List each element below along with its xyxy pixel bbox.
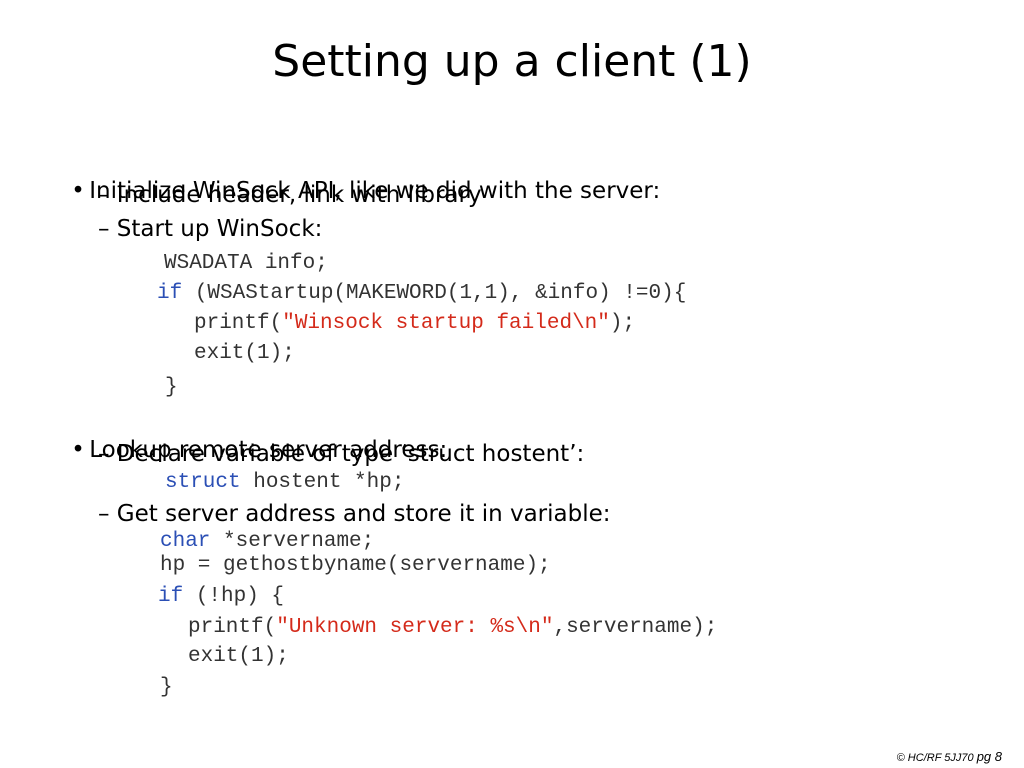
code-line-exit-2: exit(1); <box>188 645 289 668</box>
bullet-lookup: •Lookup remote server address: <box>42 405 447 495</box>
code-line-printf-startup: printf("Winsock startup failed\n"); <box>194 310 635 338</box>
code-line-if-hp: if (!hp) { <box>158 583 284 611</box>
sub-bullet-include-header: – Include header, link with library <box>98 182 482 208</box>
bullet-text: Lookup remote server address: <box>89 437 448 463</box>
code-line-wsadata: WSADATA info; <box>164 252 328 275</box>
footer-copyright: © HC/RF 5JJ70 <box>896 752 977 764</box>
code-keyword: if <box>158 585 184 608</box>
code-line-close-brace: } <box>165 376 178 399</box>
sub-bullet-declare-hostent: – Declare variable of type ‘struct hoste… <box>98 441 585 467</box>
code-line-printf-unknown: printf("Unknown server: %s\n",servername… <box>188 614 717 642</box>
code-line-close-brace-2: } <box>160 676 173 699</box>
code-text: ,servername); <box>553 616 718 639</box>
sub-bullet-start-winsock: – Start up WinSock: <box>98 216 323 242</box>
page-number: pg 8 <box>976 749 1002 764</box>
code-text: printf( <box>194 312 283 335</box>
code-line-exit: exit(1); <box>194 342 295 365</box>
code-keyword: struct <box>165 471 241 494</box>
code-string: "Winsock startup failed\n" <box>282 312 610 335</box>
code-keyword: char <box>160 530 211 553</box>
code-line-struct-hostent: struct hostent *hp; <box>165 469 404 497</box>
code-line-if-wsastartup: if (WSAStartup(MAKEWORD(1,1), &info) !=0… <box>157 280 686 308</box>
code-line-char-servername: char *servername; <box>160 528 374 556</box>
code-keyword: if <box>157 282 183 305</box>
code-text: (!hp) { <box>183 585 285 608</box>
sub-bullet-get-address: – Get server address and store it in var… <box>98 501 611 527</box>
bullet-initialize: •Initialize WinSock API, like we did wit… <box>42 146 660 236</box>
code-line-gethostbyname: hp = gethostbyname(servername); <box>160 554 551 577</box>
code-text: (WSAStartup(MAKEWORD(1,1), &info) !=0){ <box>182 282 687 305</box>
bullet-dot-icon: • <box>71 437 85 463</box>
slide-title: Setting up a client (1) <box>272 36 752 87</box>
code-text: *servername; <box>210 530 375 553</box>
code-text: printf( <box>188 616 277 639</box>
slide-footer: © HC/RF 5JJ70 pg 8 <box>897 749 1002 764</box>
bullet-dot-icon: • <box>71 178 85 204</box>
bullet-text: Initialize WinSock API, like we did with… <box>89 178 661 204</box>
code-string: "Unknown server: %s\n" <box>276 616 554 639</box>
code-text: ); <box>609 312 636 335</box>
code-text: hostent *hp; <box>240 471 405 494</box>
